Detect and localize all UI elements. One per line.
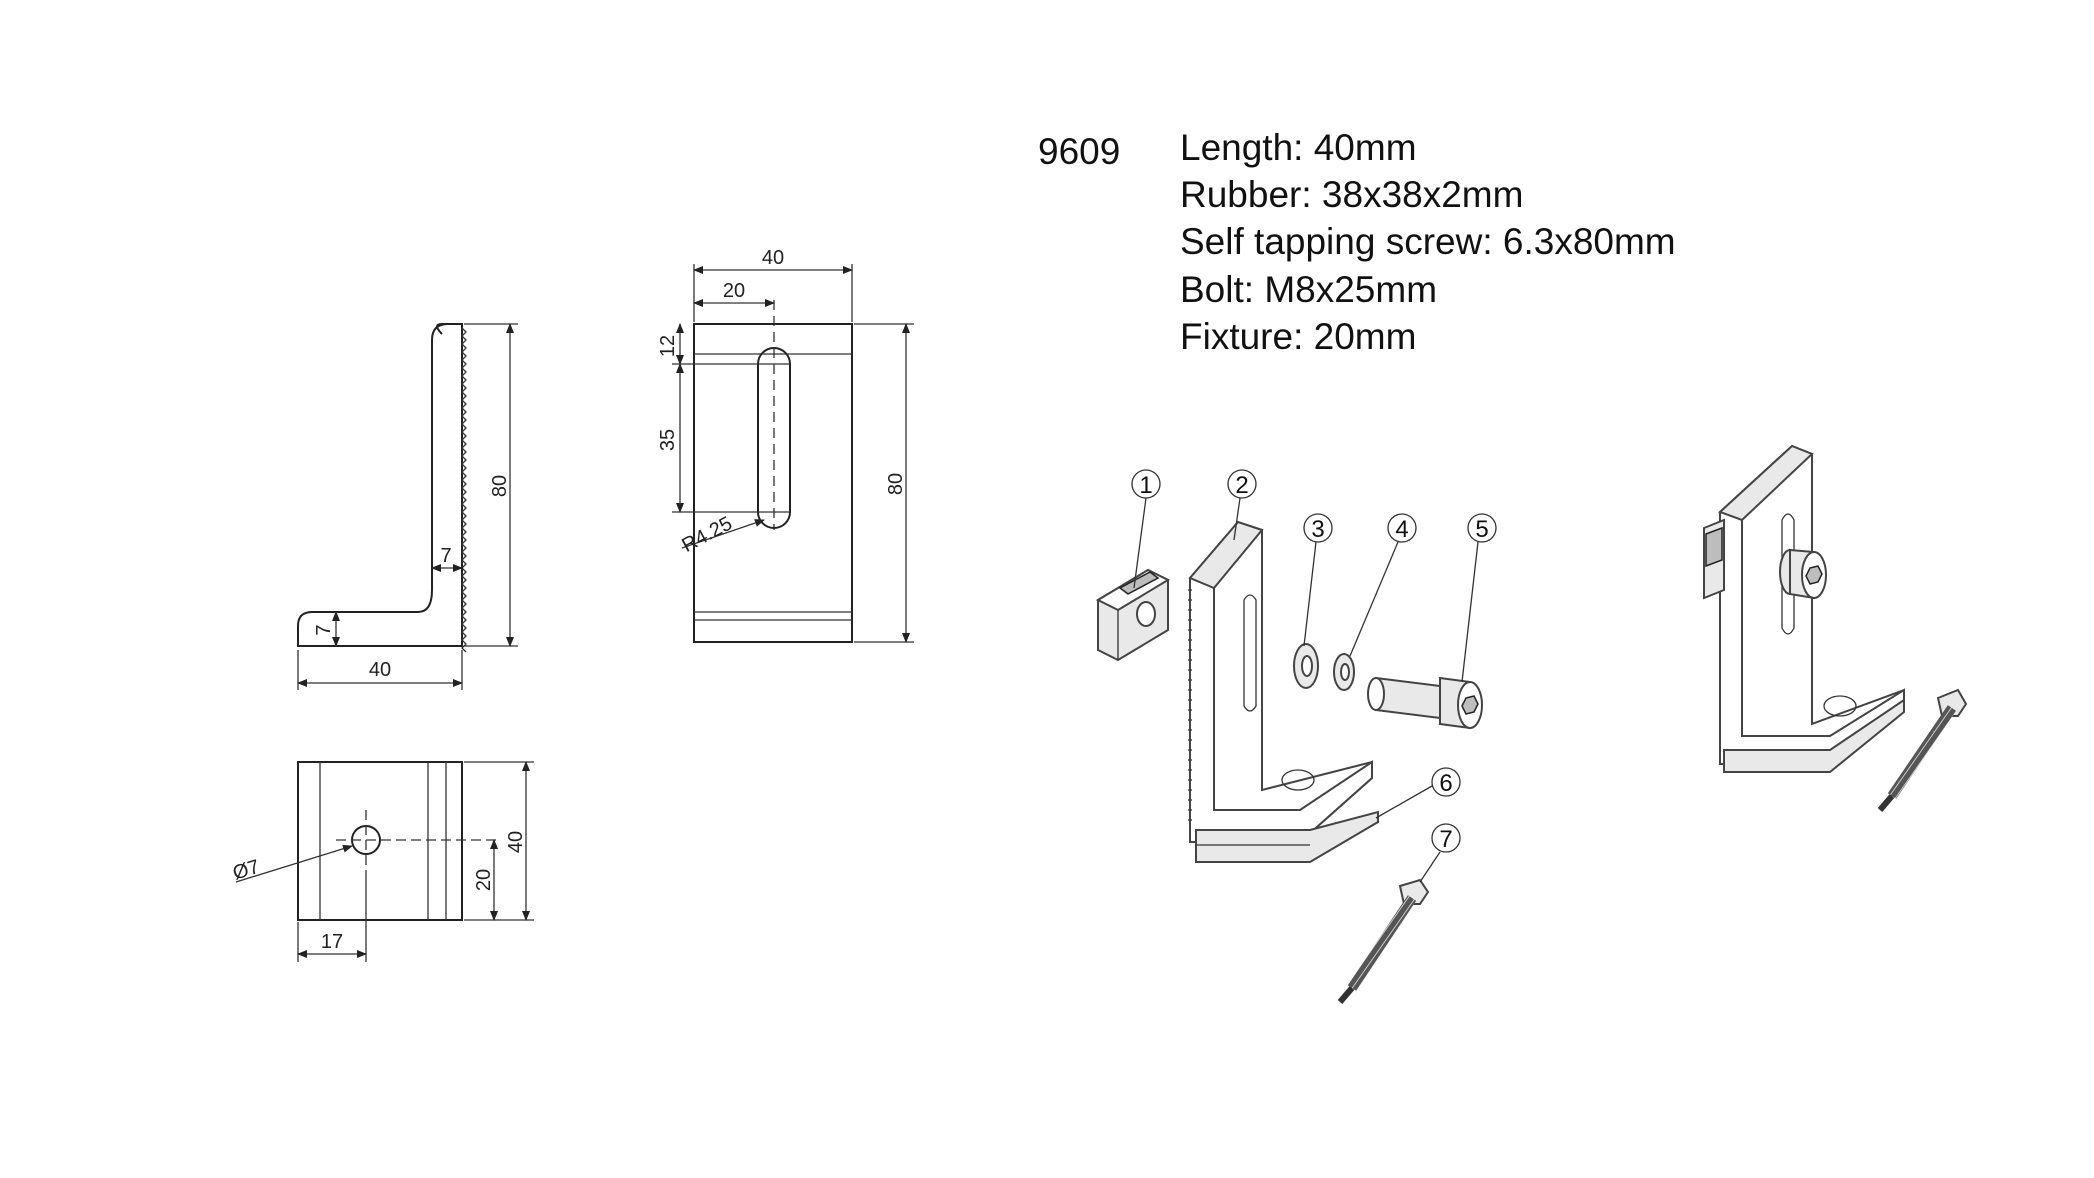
l-profile-outline (297, 323, 463, 647)
part-3-washer (1293, 643, 1319, 689)
exploded-view: 1 2 3 4 5 6 7 (1095, 469, 1497, 1004)
bottom-view: Ø7 40 20 17 (230, 761, 534, 962)
side-thickness-dim: 7 (440, 545, 451, 567)
front-top-offset-dim: 12 (657, 335, 679, 357)
spec-rubber: Rubber: 38x38x2mm (1180, 174, 1523, 215)
serration-edge (461, 327, 467, 653)
svg-text:7: 7 (1439, 826, 1452, 853)
part-4-spring-washer (1333, 653, 1355, 691)
spec-screw: Self tapping screw: 6.3x80mm (1180, 221, 1676, 262)
bottom-hole-offset-x-dim: 17 (321, 931, 343, 953)
callout-2: 2 (1227, 469, 1257, 541)
side-height-dim: 80 (489, 475, 511, 497)
callout-3: 3 (1303, 513, 1333, 647)
part-7-screw (1337, 878, 1430, 1004)
svg-text:2: 2 (1235, 472, 1248, 499)
front-width-dim: 40 (762, 247, 784, 269)
svg-text:4: 4 (1395, 516, 1408, 543)
front-slot-length-dim: 35 (657, 429, 679, 451)
svg-text:3: 3 (1311, 516, 1324, 543)
spec-length: Length: 40mm (1180, 127, 1417, 168)
svg-text:5: 5 (1475, 516, 1488, 543)
part-6-rubber-pad (1195, 810, 1379, 863)
callout-1: 1 (1131, 469, 1161, 589)
bottom-depth-dim: 40 (505, 831, 527, 853)
callout-5: 5 (1461, 513, 1497, 683)
assembled-screw (1877, 688, 1968, 812)
front-view: 40 20 12 35 80 R4.25 (657, 247, 914, 643)
front-height-dim: 80 (885, 473, 907, 495)
callout-4: 4 (1349, 513, 1417, 657)
svg-text:1: 1 (1139, 472, 1152, 499)
model-number: 9609 (1038, 131, 1120, 172)
front-plate-outline (693, 323, 853, 643)
assembled-view (1703, 444, 1968, 812)
bottom-hole-offset-y-dim: 20 (473, 869, 495, 891)
callout-7: 7 (1419, 823, 1461, 883)
side-view: 80 7 7 40 (297, 323, 518, 690)
svg-text:6: 6 (1439, 770, 1452, 797)
part-5-bolt (1367, 676, 1483, 730)
bottom-plate-outline (297, 761, 463, 921)
side-base-thickness-dim: 7 (313, 624, 335, 635)
spec-fixture: Fixture: 20mm (1180, 316, 1416, 357)
front-slot-radius-dim: R4.25 (678, 512, 735, 556)
spec-block: 9609 Length: 40mm Rubber: 38x38x2mm Self… (1038, 127, 1676, 357)
side-base-length-dim: 40 (369, 659, 391, 681)
spec-bolt: Bolt: M8x25mm (1180, 269, 1437, 310)
part-1-t-nut (1095, 568, 1171, 662)
callout-6: 6 (1375, 767, 1461, 819)
front-slot-offset-dim: 20 (723, 280, 745, 302)
bottom-hole-diameter-dim: Ø7 (230, 856, 262, 885)
